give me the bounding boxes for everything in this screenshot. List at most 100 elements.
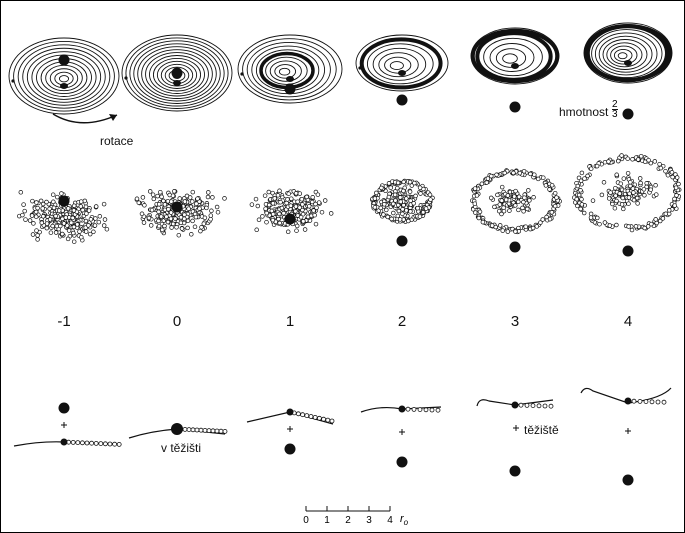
contour-ring — [246, 41, 331, 98]
contour-ring — [389, 61, 404, 71]
particle — [388, 185, 393, 190]
particle — [255, 203, 261, 209]
ring-panel — [121, 34, 233, 112]
trail-dot — [70, 439, 76, 445]
particle — [672, 196, 677, 202]
particle — [413, 193, 418, 199]
galaxy-center — [60, 438, 68, 446]
particle — [22, 208, 27, 214]
particle — [40, 201, 46, 207]
particle — [208, 216, 213, 222]
particle — [53, 213, 58, 219]
particle — [619, 153, 624, 158]
particle — [638, 180, 643, 186]
particle — [582, 176, 587, 181]
mass-fraction-numerator: 2 — [612, 99, 618, 110]
particle — [616, 158, 621, 164]
particle — [670, 174, 675, 180]
particle — [521, 209, 526, 214]
particle — [288, 203, 294, 208]
particle — [602, 159, 608, 165]
particle — [195, 196, 200, 201]
particle — [372, 196, 378, 201]
trail-dot — [530, 403, 536, 409]
particle — [626, 224, 631, 229]
orbit-panel — [580, 387, 672, 486]
particle — [63, 215, 69, 220]
particle — [169, 225, 174, 230]
scale-tick-1: 1 — [324, 515, 330, 526]
galaxy-center — [286, 408, 294, 416]
particle — [674, 175, 680, 180]
particle — [374, 190, 379, 196]
particle — [645, 224, 651, 229]
trail-dot — [542, 403, 548, 409]
particle — [31, 221, 36, 226]
particle — [266, 202, 272, 208]
particle — [530, 225, 536, 231]
particle — [415, 205, 420, 211]
orbit-panel — [360, 405, 442, 468]
contour-ring — [58, 75, 70, 83]
perturber-mass — [396, 456, 408, 468]
particle — [540, 217, 545, 222]
particle — [597, 221, 602, 227]
core-blob — [60, 83, 68, 89]
particle — [610, 201, 615, 207]
center-of-mass-label: těžiště — [524, 423, 559, 437]
particle — [97, 214, 103, 219]
particle — [77, 229, 82, 234]
perturber-mass — [622, 474, 634, 486]
contour-ring — [278, 67, 291, 76]
particle — [576, 192, 582, 198]
particle — [205, 194, 211, 200]
particle — [96, 219, 102, 225]
contour-ring — [137, 46, 217, 102]
particle — [608, 190, 613, 195]
particle — [182, 216, 187, 222]
orbit-trail-row — [13, 387, 672, 486]
particle — [476, 215, 482, 221]
particle — [139, 211, 145, 217]
perturber-mass — [171, 423, 183, 435]
particle — [526, 188, 531, 193]
perturber-mass — [58, 195, 70, 207]
particle — [428, 197, 433, 202]
particle — [382, 202, 387, 207]
particle — [79, 234, 84, 240]
particle — [80, 207, 85, 213]
particle — [53, 230, 59, 235]
particle — [70, 215, 75, 221]
particle — [599, 192, 605, 198]
perturber-mass — [622, 245, 634, 257]
trail-dot — [329, 418, 335, 424]
particle — [644, 181, 649, 186]
trail-dot — [655, 399, 661, 405]
particle — [417, 214, 423, 219]
particle — [134, 196, 140, 202]
particle — [141, 220, 147, 225]
particle — [270, 201, 276, 206]
particle-panel — [470, 168, 562, 253]
particle — [272, 196, 277, 201]
particle — [284, 200, 289, 206]
particle — [521, 168, 527, 174]
particle — [602, 220, 608, 225]
ring-panel — [237, 34, 343, 104]
particle — [575, 203, 580, 209]
particle — [178, 220, 184, 226]
particle — [59, 191, 64, 196]
particle — [378, 205, 383, 211]
particle — [649, 221, 654, 227]
particle — [674, 193, 679, 198]
particle — [30, 198, 35, 204]
particle — [427, 192, 433, 198]
particle — [391, 201, 396, 207]
orbit-panel — [476, 399, 554, 477]
trail-dot — [93, 440, 99, 446]
particle — [315, 192, 321, 197]
particle — [204, 205, 209, 211]
trail-dot — [218, 428, 224, 434]
scale-tick-4: 4 — [387, 515, 393, 526]
particle — [631, 190, 636, 195]
